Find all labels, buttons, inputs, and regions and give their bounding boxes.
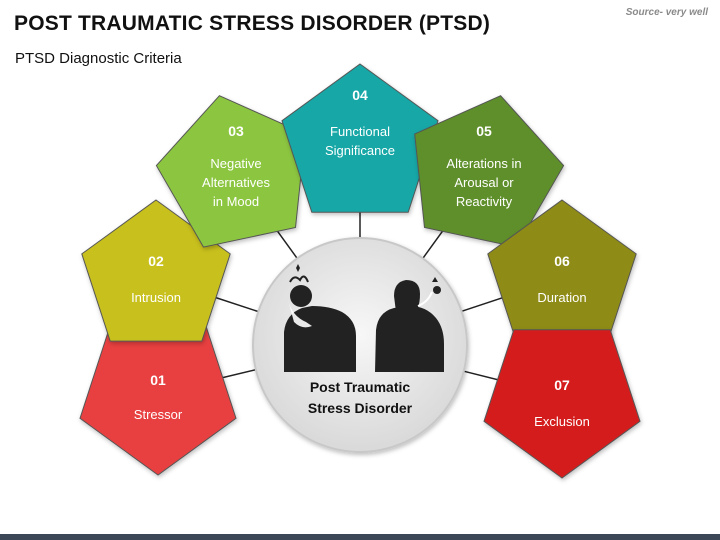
- criterion-label-04-line-2: Significance: [325, 143, 395, 158]
- pentagon-07: [483, 329, 641, 479]
- criterion-label-03-line-2: Alternatives: [202, 175, 270, 190]
- criterion-label-05-line-2: Arousal or: [454, 175, 514, 190]
- page-title: POST TRAUMATIC STRESS DISORDER (PTSD): [14, 12, 491, 35]
- criterion-label-02-line-1: Intrusion: [131, 290, 181, 305]
- criterion-number-02: 02: [148, 253, 164, 269]
- criterion-label-03-line-1: Negative: [210, 156, 261, 171]
- stressed-man-icon: [284, 264, 356, 372]
- criterion-label-01-line-1: Stressor: [134, 407, 183, 422]
- connector-line-06: [461, 294, 509, 313]
- bottom-bar: [0, 534, 720, 540]
- connector-line-02: [209, 294, 259, 313]
- criterion-label-05-line-3: Reactivity: [456, 194, 513, 209]
- center-label-line-1: Post Traumatic: [310, 379, 411, 395]
- criterion-label-04-line-1: Functional: [330, 124, 390, 139]
- criterion-number-07: 07: [554, 377, 570, 393]
- center-label-line-2: Stress Disorder: [308, 400, 413, 416]
- criterion-number-03: 03: [228, 123, 244, 139]
- criterion-number-05: 05: [476, 123, 492, 139]
- center-circle: Post Traumatic Stress Disorder: [252, 237, 468, 453]
- criterion-label-05-line-1: Alterations in: [446, 156, 521, 171]
- criterion-number-06: 06: [554, 253, 570, 269]
- pentagon-05: [414, 95, 565, 248]
- criterion-number-04: 04: [352, 87, 368, 103]
- criterion-label-03-line-3: in Mood: [213, 194, 259, 209]
- criterion-label-06-line-1: Duration: [537, 290, 586, 305]
- page-subtitle: PTSD Diagnostic Criteria: [15, 50, 182, 67]
- pentagon-04: [281, 63, 439, 213]
- criteria-ring: 01Stressor02Intrusion03NegativeAlternati…: [79, 63, 641, 479]
- pentagon-01: [79, 326, 237, 476]
- criterion-number-01: 01: [150, 372, 166, 388]
- pentagon-02: [81, 199, 231, 342]
- stressed-woman-icon: [375, 277, 444, 372]
- criterion-label-07-line-1: Exclusion: [534, 414, 590, 429]
- source-note: Source- very well: [625, 7, 708, 18]
